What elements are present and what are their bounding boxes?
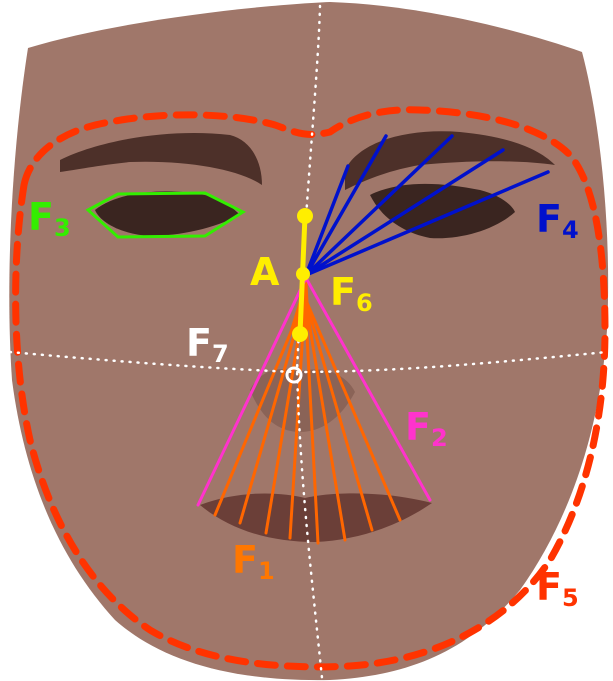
label-f5-sub: 5 <box>562 584 579 612</box>
label-f5-main: F <box>536 565 562 609</box>
f1-line <box>303 296 320 545</box>
f7-center-marker <box>285 366 303 384</box>
right-eyebrow <box>345 131 555 190</box>
label-f4: F4 <box>536 197 579 244</box>
label-f3-main: F <box>28 195 54 239</box>
f2-triangle <box>196 276 432 507</box>
f4-line <box>304 134 454 277</box>
left-eyebrow <box>60 132 262 185</box>
f5-face-contour <box>12 106 609 671</box>
label-f6-sub: 6 <box>356 289 373 317</box>
label-f1-main: F <box>232 538 258 582</box>
label-f1: F1 <box>232 538 275 585</box>
f4-line <box>304 170 550 277</box>
label-f7-sub: 7 <box>212 340 229 368</box>
point-a <box>296 267 310 281</box>
f3-eye-hexagon <box>85 191 247 239</box>
label-f3-sub: 3 <box>54 214 71 242</box>
f6-bottom-point <box>292 326 308 342</box>
label-f6-main: F <box>330 270 356 314</box>
label-f5: F5 <box>536 565 579 612</box>
f1-line <box>303 296 402 522</box>
label-f7-main: F <box>186 321 212 365</box>
label-f4-sub: 4 <box>562 216 579 244</box>
label-f7: F7 <box>186 321 229 368</box>
label-f1-sub: 1 <box>258 557 275 585</box>
f4-line <box>304 134 388 277</box>
f2-left-side <box>196 276 308 507</box>
label-f6: F6 <box>330 270 373 317</box>
f6-top-point <box>297 208 313 224</box>
f4-line <box>304 148 505 277</box>
f4-line <box>304 164 350 277</box>
f2-right-side <box>304 276 432 502</box>
f6-nose-axis <box>292 208 313 342</box>
label-f2: F2 <box>405 405 448 452</box>
label-f3: F3 <box>28 195 71 242</box>
f1-line <box>303 296 347 542</box>
f1-line <box>213 296 307 517</box>
right-eye <box>370 183 515 239</box>
label-f2-main: F <box>405 405 431 449</box>
label-f2-sub: 2 <box>431 424 448 452</box>
label-f4-main: F <box>536 197 562 241</box>
f7-axes <box>8 4 609 680</box>
vertical-midline <box>295 4 324 680</box>
f1-line <box>303 296 374 532</box>
f4-blue-fan <box>304 134 550 277</box>
left-eye <box>95 191 240 236</box>
label-a: A <box>250 250 280 294</box>
